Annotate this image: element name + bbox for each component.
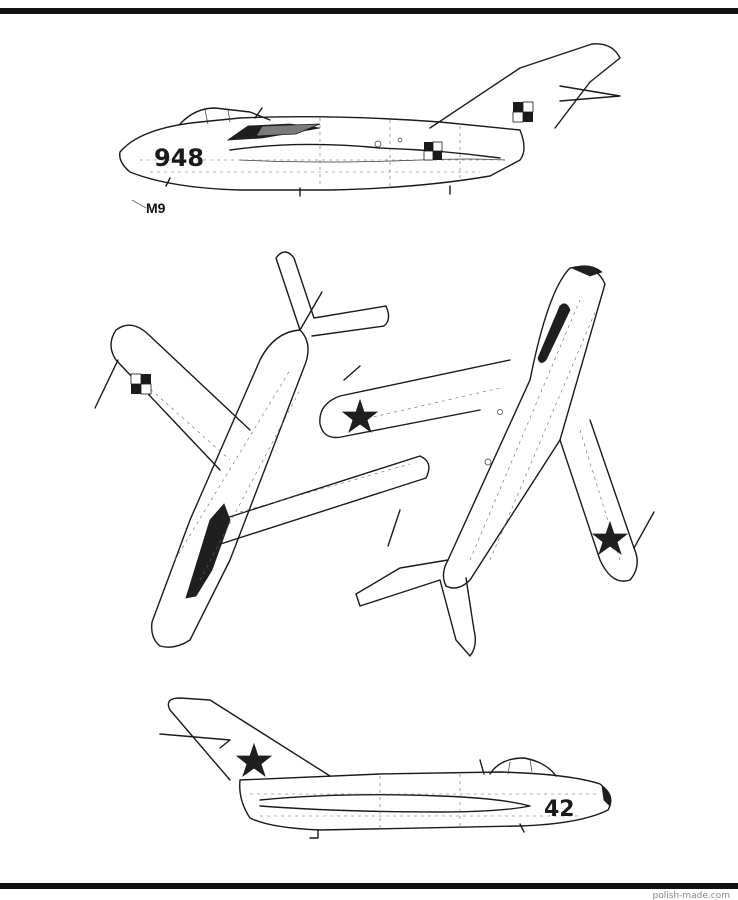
polish-checker-fin <box>512 101 534 123</box>
view-label-m9: M9 <box>146 200 166 216</box>
tail-code-948: 948 <box>154 144 204 172</box>
plan-view-upper-surface <box>94 251 430 648</box>
polish-checker-fuselage <box>423 141 443 161</box>
tail-code-42: 42 <box>544 797 575 822</box>
bottom-border-rule <box>0 883 738 889</box>
side-view-polish-aircraft: 948 <box>119 43 621 209</box>
plan-view-lower-surface <box>319 265 655 657</box>
polish-checker-wing <box>130 373 152 395</box>
soviet-star-wing <box>341 398 379 434</box>
top-border-rule <box>0 8 738 14</box>
soviet-star-fin <box>235 742 273 778</box>
soviet-star-wing-2 <box>591 520 629 556</box>
side-view-soviet-aircraft: 42 <box>159 697 612 839</box>
watermark: polish-made.com <box>653 891 730 900</box>
